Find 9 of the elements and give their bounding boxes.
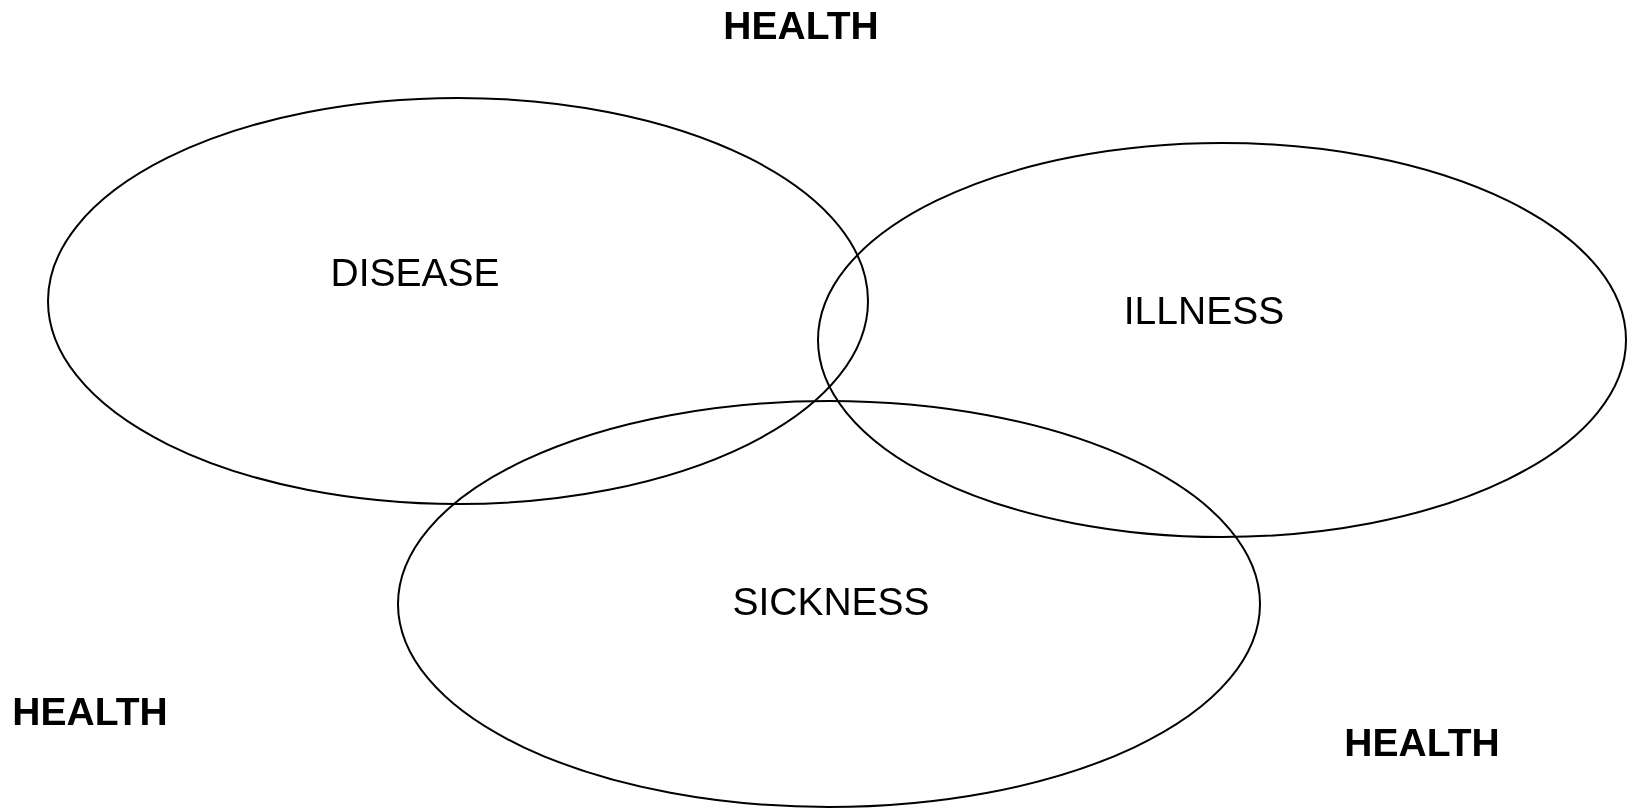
venn-ellipse — [817, 142, 1627, 538]
venn-ellipse — [397, 400, 1261, 808]
set-label: DISEASE — [330, 251, 500, 295]
region-label: HEALTH — [1344, 721, 1500, 765]
set-label: SICKNESS — [732, 580, 930, 624]
region-label: HEALTH — [723, 4, 879, 48]
venn-ellipse — [47, 97, 869, 505]
set-label: ILLNESS — [1123, 289, 1285, 333]
region-label: HEALTH — [12, 690, 168, 734]
